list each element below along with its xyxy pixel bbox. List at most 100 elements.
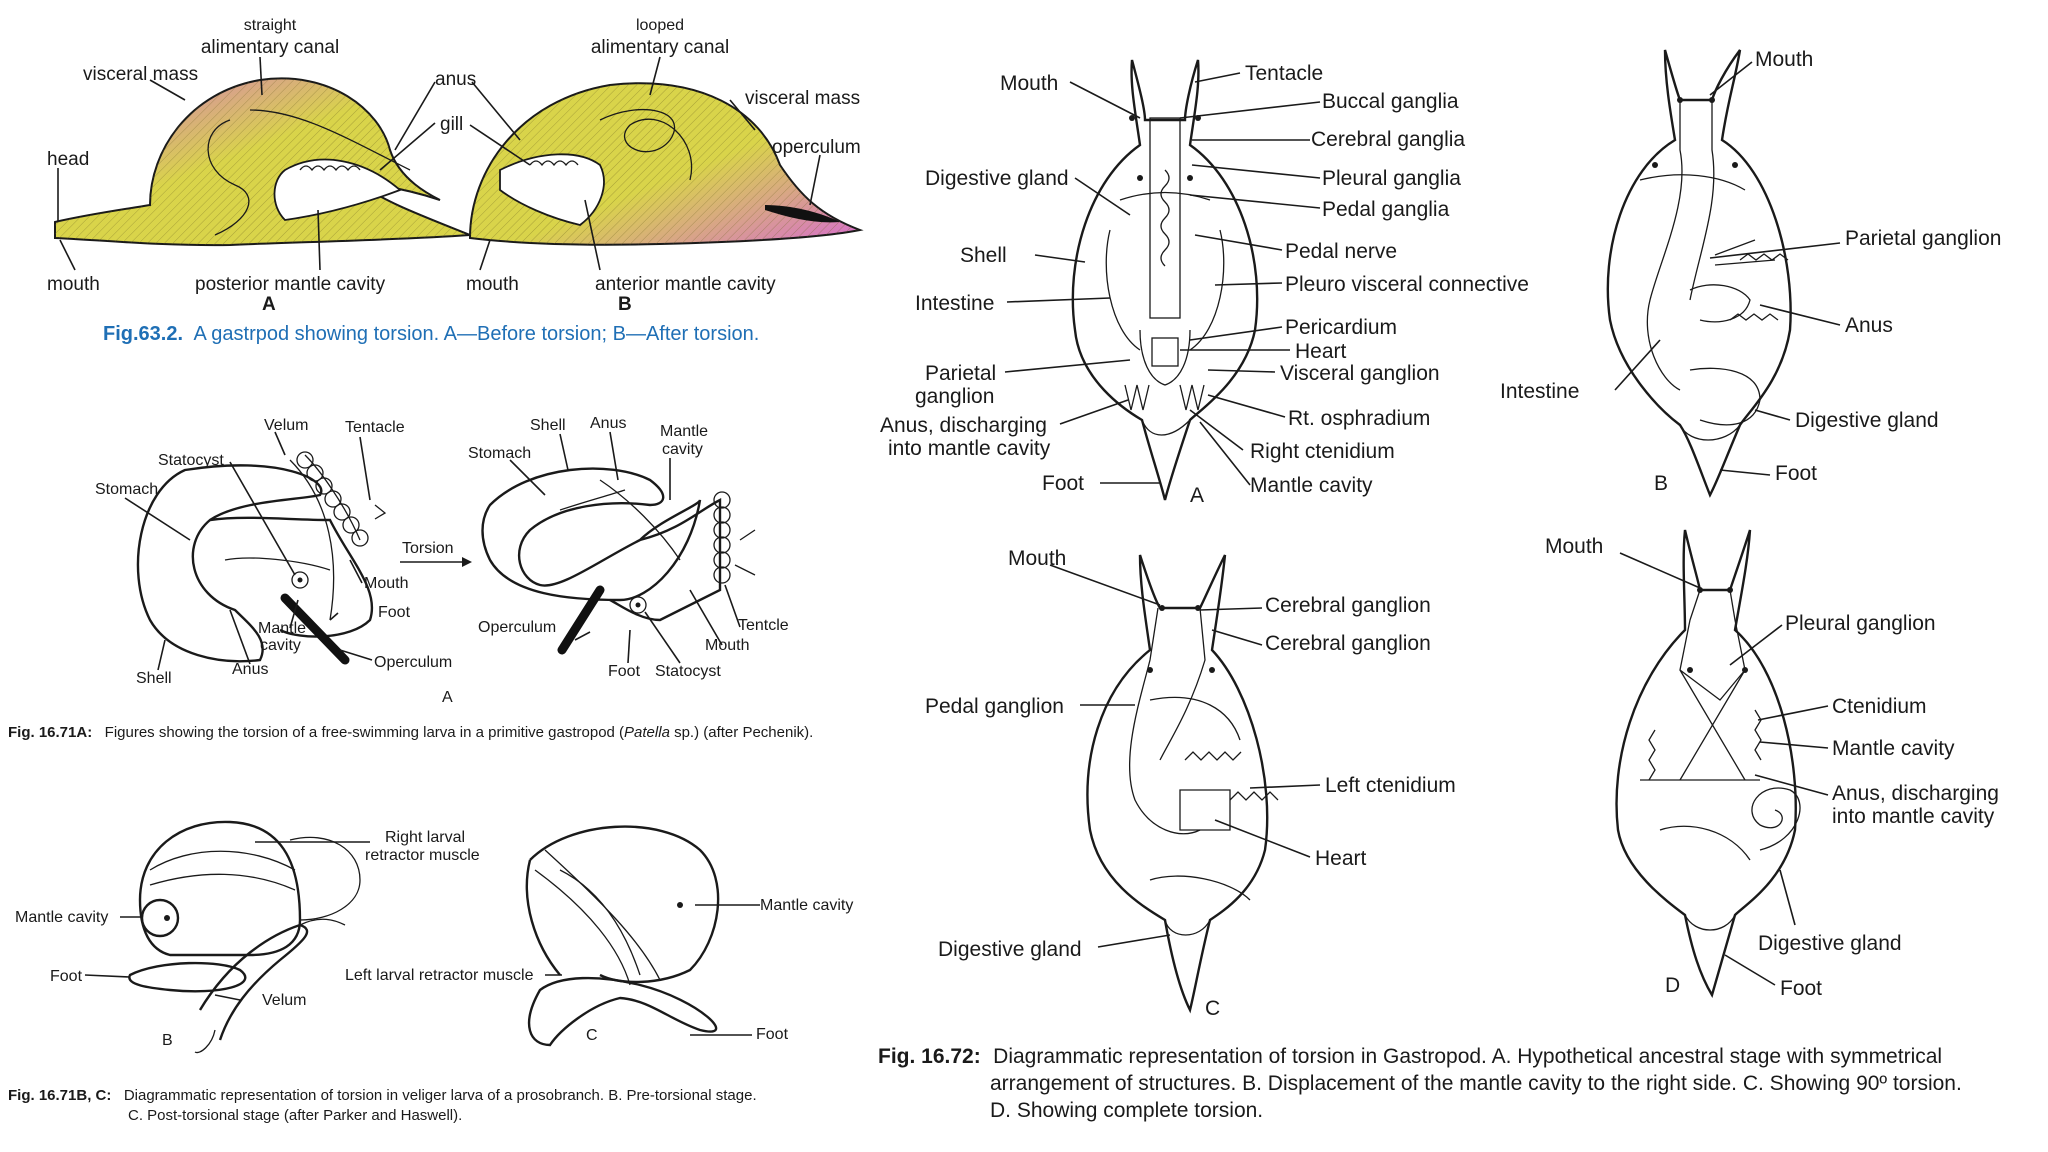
fig72d-label-foot: Foot bbox=[1780, 977, 1822, 1000]
fig72a-label-pleural-ganglia: Pleural ganglia bbox=[1322, 167, 1461, 190]
fig71a-label-statocyst-right: Statocyst bbox=[655, 663, 721, 680]
fig72b-label-foot: Foot bbox=[1775, 462, 1817, 485]
fig71a-left-shell bbox=[136, 464, 323, 663]
fig72b-letter: B bbox=[1654, 472, 1668, 495]
fig72c-label-cerebral-ganglion-1: Cerebral ganglion bbox=[1265, 594, 1431, 617]
fig71a-label-cavity: cavity bbox=[260, 637, 301, 654]
fig72-panel-d: Mouth Pleural ganglion Ctenidium Mantle … bbox=[1545, 529, 1999, 1000]
fig71a-label-operculum-right: Operculum bbox=[478, 619, 556, 636]
fig63-label-straight: straight bbox=[244, 17, 297, 34]
fig63a-mantle-cavity bbox=[273, 158, 402, 221]
fig71c-label-left-larval-retractor: Left larval retractor muscle bbox=[345, 967, 534, 984]
fig71a-label-tentacle: Tentacle bbox=[345, 419, 405, 436]
fig71b-label-velum: Velum bbox=[262, 992, 306, 1009]
fig72a-label-visceral-ganglion: Visceral ganglion bbox=[1280, 362, 1440, 385]
fig63b-operculum-mark bbox=[765, 205, 840, 223]
fig72a-label-anus-discharging: Anus, discharging bbox=[880, 414, 1047, 437]
fig71a-label-mantle-right: Mantle bbox=[660, 423, 708, 440]
fig71a-label-mantle: Mantle bbox=[258, 620, 306, 637]
fig72a-label-mouth: Mouth bbox=[1000, 72, 1058, 95]
fig71b-pre-torsional-veliger: Right larval retractor muscle Mantle cav… bbox=[15, 820, 480, 1054]
fig63-label-posterior-mantle-cavity: posterior mantle cavity bbox=[195, 274, 386, 295]
fig71a-label-foot-right: Foot bbox=[608, 663, 641, 680]
fig72d-label-mouth: Mouth bbox=[1545, 535, 1603, 558]
fig72-caption-number: Fig. 16.72: bbox=[878, 1045, 981, 1068]
fig71a-right-shell bbox=[481, 467, 702, 602]
fig71a-letter-a: A bbox=[442, 689, 453, 706]
fig63-label-looped: looped bbox=[636, 17, 684, 34]
fig72b-label-mouth: Mouth bbox=[1755, 48, 1813, 71]
fig72a-label-pedal-ganglia: Pedal ganglia bbox=[1322, 198, 1450, 221]
fig63-panel-b: anus gill looped alimentary canal viscer… bbox=[435, 17, 864, 315]
fig72a-label-tentacle: Tentacle bbox=[1245, 62, 1323, 85]
fig71a-caption-italic: Patella bbox=[624, 724, 670, 741]
fig63-caption-number: Fig.63.2. bbox=[103, 323, 183, 345]
fig72c-label-digestive-gland: Digestive gland bbox=[938, 938, 1082, 961]
fig72c-letter: C bbox=[1205, 997, 1220, 1020]
fig71c-shell bbox=[529, 825, 720, 984]
fig72b-label-parietal-ganglion: Parietal ganglion bbox=[1845, 227, 2001, 250]
fig71c-post-torsional-veliger: Left larval retractor muscle Mantle cavi… bbox=[345, 825, 853, 1047]
fig72a-label-cerebral-ganglia: Cerebral ganglia bbox=[1311, 128, 1465, 151]
fig72a-label-pericardium: Pericardium bbox=[1285, 316, 1397, 339]
fig71b-shell bbox=[138, 820, 302, 957]
fig63-label-anus: anus bbox=[435, 69, 476, 90]
fig63-label-visceral-mass-a: visceral mass bbox=[83, 64, 198, 85]
fig72d-letter: D bbox=[1665, 974, 1680, 997]
fig71a-label-statocyst-left: Statocyst bbox=[158, 452, 224, 469]
fig72a-label-heart: Heart bbox=[1295, 340, 1347, 363]
fig71a-post-torsion-larva: Shell Anus Mantle cavity Stomach Opercul… bbox=[442, 415, 789, 706]
fig72b-label-anus: Anus bbox=[1845, 314, 1893, 337]
fig71c-label-mantle-cavity: Mantle cavity bbox=[760, 897, 853, 914]
fig72-panel-a: Mouth Tentacle Buccal ganglia Cerebral g… bbox=[880, 59, 1529, 507]
fig71c-letter-c: C bbox=[586, 1027, 598, 1044]
fig72a-label-rt-osphradium: Rt. osphradium bbox=[1288, 407, 1430, 430]
fig63-label-operculum: operculum bbox=[772, 137, 861, 158]
fig63-caption: Fig.63.2. A gastrpod showing torsion. A—… bbox=[103, 323, 759, 345]
fig72b-leader-lines bbox=[1614, 61, 1841, 476]
fig72d-label-ctenidium: Ctenidium bbox=[1832, 695, 1927, 718]
fig72-panel-b: Mouth Parietal ganglion Anus Intestine D… bbox=[1500, 48, 2001, 498]
fig71a-caption: Fig. 16.71A: Figures showing the torsion… bbox=[8, 724, 813, 741]
fig72a-label-shell: Shell bbox=[960, 244, 1007, 267]
fig71b-label-retractor-muscle: retractor muscle bbox=[365, 847, 480, 864]
fig63-label-gill: gill bbox=[440, 114, 463, 135]
fig63-label-head: head bbox=[47, 149, 89, 170]
fig71a-label-shell-left: Shell bbox=[136, 670, 172, 687]
fig71a-label-cavity-right: cavity bbox=[662, 441, 703, 458]
fig72d-leader-lines bbox=[1619, 552, 1829, 986]
fig63-letter-b: B bbox=[618, 294, 632, 315]
fig71bc-caption-number: Fig. 16.71B, C: bbox=[8, 1087, 111, 1104]
fig71b-label-foot: Foot bbox=[50, 968, 83, 985]
fig71a-label-stomach-right: Stomach bbox=[468, 445, 531, 462]
fig72b-label-intestine: Intestine bbox=[1500, 380, 1579, 403]
fig72-caption-text-1: Diagrammatic representation of torsion i… bbox=[993, 1045, 1942, 1068]
fig71a-label-shell-right: Shell bbox=[530, 417, 566, 434]
fig71a-pre-torsion-larva: Velum Tentacle Statocyst Stomach Mouth F… bbox=[95, 417, 452, 687]
fig71a-label-mouth-left: Mouth bbox=[364, 575, 408, 592]
fig71a-torsion-arrow: Torsion bbox=[400, 540, 472, 567]
fig63-panel-a: straight alimentary canal visceral mass … bbox=[47, 17, 471, 315]
fig72c-leader-lines bbox=[1049, 564, 1321, 948]
fig63b-mantle-cavity bbox=[499, 153, 605, 226]
fig71bc-caption-line-2: C. Post-torsional stage (after Parker an… bbox=[128, 1107, 462, 1124]
fig72a-leader-lines bbox=[1004, 72, 1321, 486]
fig71a-left-velum bbox=[304, 454, 361, 541]
fig71a-label-velum: Velum bbox=[264, 417, 308, 434]
fig71a-label-operculum-left: Operculum bbox=[374, 654, 452, 671]
fig71a-caption-text-1: Figures showing the torsion of a free-sw… bbox=[105, 724, 624, 741]
fig72a-label-pedal-nerve: Pedal nerve bbox=[1285, 240, 1397, 263]
fig72a-label-right-ctenidium: Right ctenidium bbox=[1250, 440, 1395, 463]
fig72d-body-outline bbox=[1615, 529, 1797, 998]
fig72a-label-ganglion: ganglion bbox=[915, 385, 994, 408]
fig63-label-mouth-b: mouth bbox=[466, 274, 519, 295]
fig72-caption-line-1: Fig. 16.72: Diagrammatic representation … bbox=[878, 1045, 1942, 1068]
fig63-label-alimentary-canal-a: alimentary canal bbox=[201, 37, 339, 58]
fig71c-label-foot: Foot bbox=[756, 1026, 789, 1043]
fig71a-label-foot-left: Foot bbox=[378, 604, 411, 621]
fig71bc-caption-text-1: Diagrammatic representation of torsion i… bbox=[124, 1087, 757, 1104]
fig72a-label-pleuro-visceral-connective: Pleuro visceral connective bbox=[1285, 273, 1529, 296]
fig71a-label-anus-right: Anus bbox=[590, 415, 626, 432]
fig71a-label-anus-left: Anus bbox=[232, 661, 268, 678]
